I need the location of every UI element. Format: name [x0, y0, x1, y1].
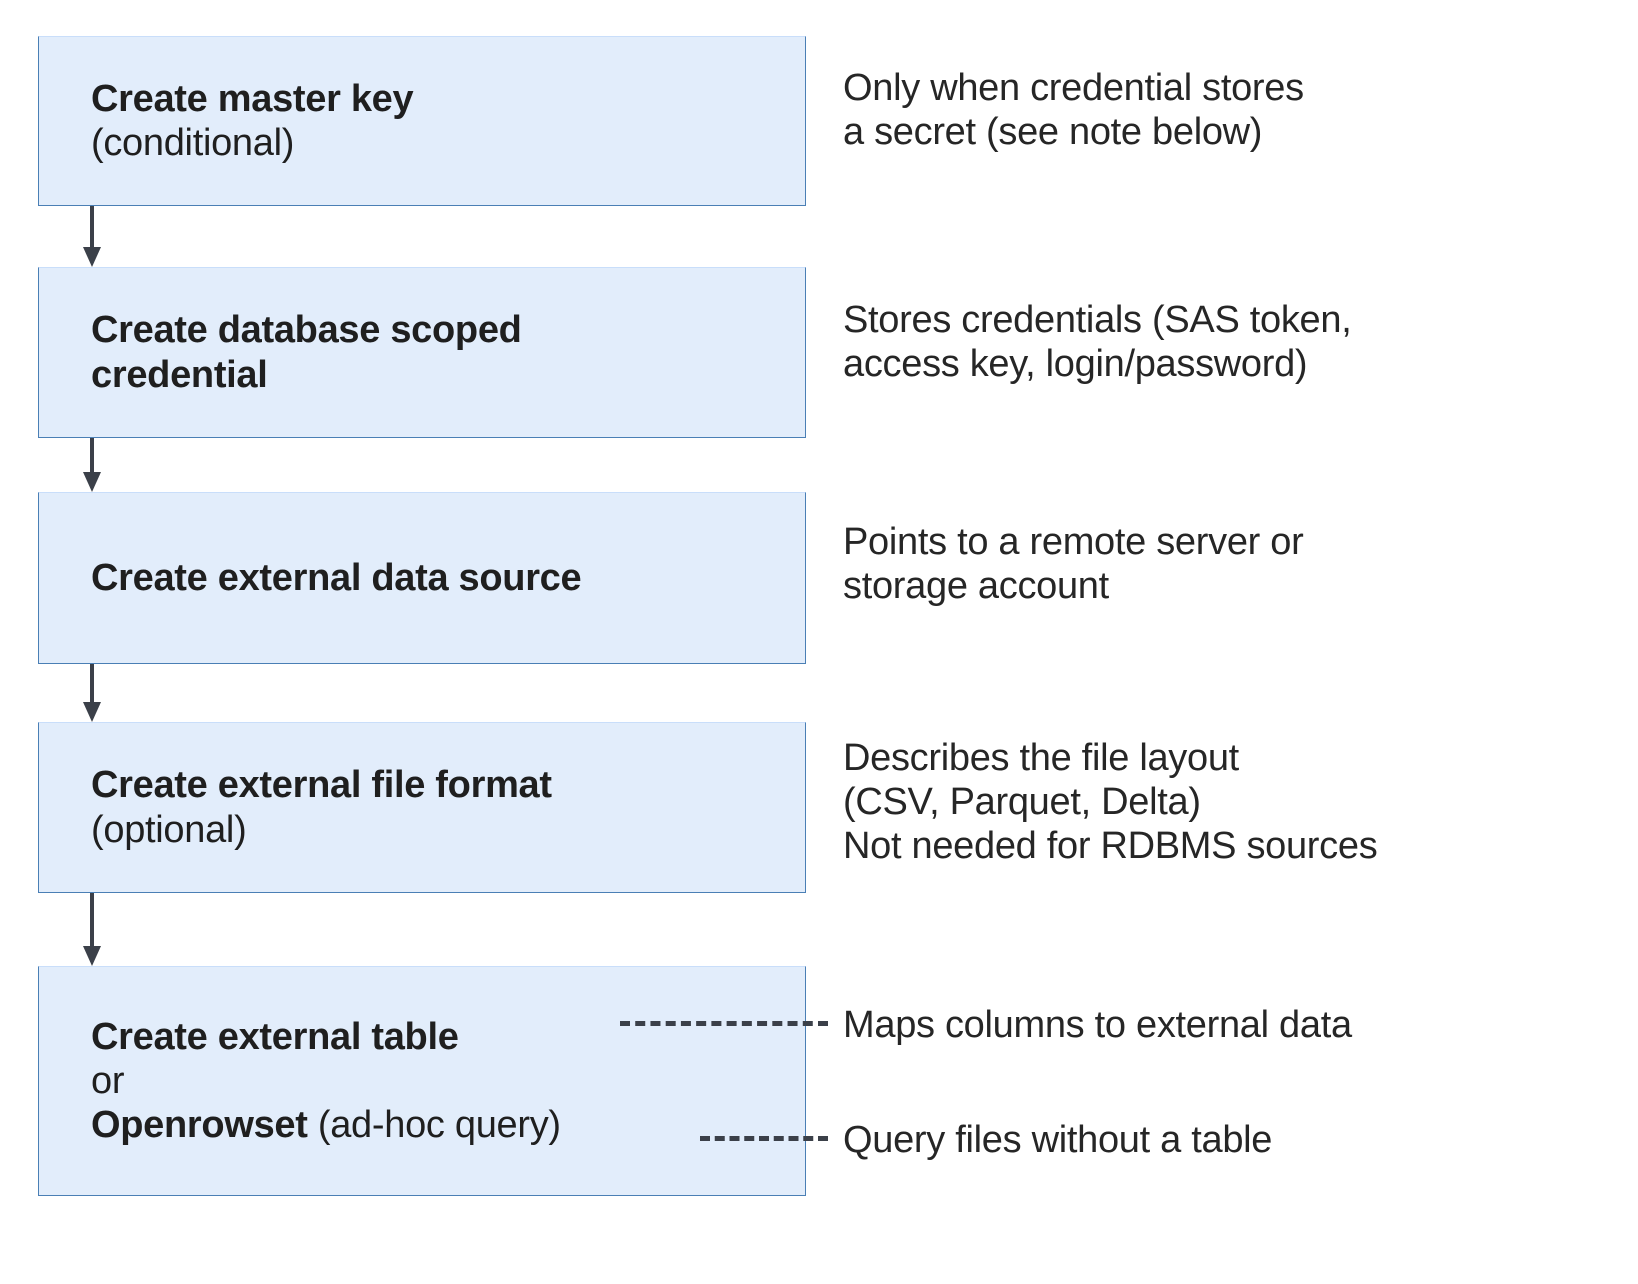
flow-arrow-down-icon [83, 893, 101, 966]
step-title: Create database scoped credential [91, 309, 522, 396]
dashed-leader-line [620, 1021, 828, 1026]
step-note-openrowset: Query files without a table [843, 1119, 1273, 1161]
step-note-create-external-file-format: Describes the file layout (CSV, Parquet,… [843, 737, 1378, 868]
flow-arrow-down-icon [83, 664, 101, 722]
step-subtitle: (optional) [91, 808, 247, 851]
step-note-create-database-scoped-credential: Stores credentials (SAS token, access ke… [843, 299, 1352, 386]
dashed-leader-line [700, 1136, 828, 1141]
step-note-create-master-key: Only when credential stores a secret (se… [843, 67, 1304, 154]
step-box-create-database-scoped-credential: Create database scoped credential [38, 267, 806, 438]
step-subtitle: (conditional) [91, 122, 295, 164]
flow-arrow-down-icon [83, 438, 101, 492]
step-note-create-external-data-source: Points to a remote server or storage acc… [843, 521, 1304, 608]
step-alternative-separator: or [91, 1059, 125, 1102]
step-box-create-external-data-source: Create external data source [38, 492, 806, 664]
step-box-create-external-file-format: Create external file format (optional) [38, 722, 806, 893]
step-box-create-external-table-or-openrowset: Create external table or Openrowset (ad-… [38, 966, 806, 1196]
step-title: Create external data source [91, 556, 582, 599]
step-alternative-suffix: (ad-hoc query) [307, 1104, 561, 1147]
step-box-create-master-key: Create master key (conditional) [38, 36, 806, 206]
step-note-create-external-table: Maps columns to external data [843, 1004, 1352, 1046]
step-title: Create external file format [91, 764, 552, 807]
step-alternative-line: Openrowset (ad-hoc query) [91, 1103, 789, 1147]
step-title: Create master key [91, 77, 414, 120]
flow-arrow-down-icon [83, 206, 101, 267]
step-alternative-title: Openrowset [91, 1104, 308, 1147]
step-title: Create external table [91, 1015, 459, 1058]
